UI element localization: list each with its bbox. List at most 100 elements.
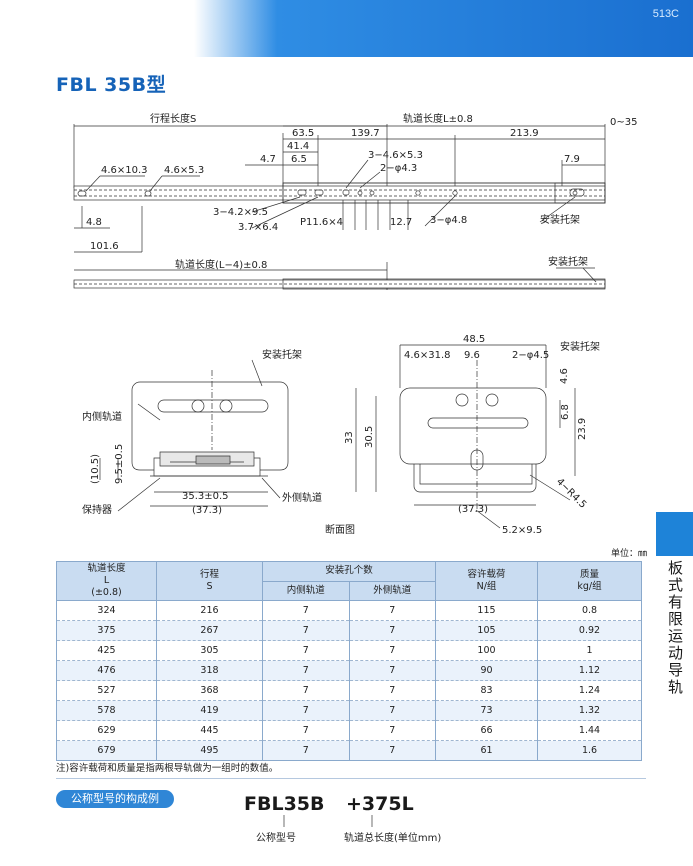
stroke-length-label: 行程长度S: [150, 112, 196, 125]
model-code: FBL35B: [244, 793, 325, 815]
table-cell: 375: [56, 620, 157, 641]
table-note: 注)容许载荷和质量是指两根导轨做为一组时的数值。: [56, 763, 279, 774]
th-mass: 质量 kg/组: [537, 561, 642, 601]
bracket-label-top: 安装托架: [540, 213, 580, 226]
table-cell: 679: [56, 740, 157, 761]
table-cell: 445: [156, 720, 263, 741]
dim-101-6: 101.6: [90, 241, 119, 252]
dim-23-9: 23.9: [577, 418, 588, 440]
th-outer-rail: 外侧轨道: [348, 580, 436, 601]
table-cell: 0.8: [537, 600, 642, 621]
dim-48-5: 48.5: [463, 334, 485, 345]
dim-6-8: 6.8: [560, 404, 571, 420]
th-load: 容许载荷 N/组: [435, 561, 538, 601]
th-rail-length: 轨道长度 L (±0.8): [56, 561, 157, 601]
table-cell: 419: [156, 700, 263, 721]
table-cell: 7: [262, 620, 350, 641]
model-suffix: +375L: [346, 793, 414, 815]
technical-drawings: 行程长度S 轨道长度L±0.8 0~35 63.5 139.7 213.9 41…: [73, 112, 637, 536]
table-cell: 318: [156, 660, 263, 681]
page-number: 513C: [652, 8, 679, 20]
th-stroke: 行程 S: [156, 561, 263, 601]
table-cell: 216: [156, 600, 263, 621]
dim-139-7: 139.7: [351, 128, 380, 139]
hole-2-phi4-3: 2−φ4.3: [380, 163, 417, 174]
hole-2-phi4-5: 2−φ4.5: [512, 350, 549, 361]
dim-6-5: 6.5: [291, 154, 307, 165]
slot-4-6x5-3: 4.6×5.3: [164, 165, 204, 176]
dim-37-3: (37.3): [192, 505, 222, 516]
table-cell: 105: [435, 620, 538, 641]
dim-4-6: 4.6: [559, 368, 570, 384]
table-cell: 1.32: [537, 700, 642, 721]
dim-30-5: 30.5: [364, 426, 375, 448]
table-cell: 1: [537, 640, 642, 661]
unit-label: 单位：㎜: [610, 549, 647, 559]
retainer-label: 保持器: [82, 503, 112, 516]
hole-3-phi4-8: 3−φ4.8: [430, 215, 467, 226]
slot-3-7x6-4: 3.7×6.4: [238, 222, 278, 233]
dim-7-9: 7.9: [564, 154, 580, 165]
table-cell: 90: [435, 660, 538, 681]
side-tab: [656, 512, 693, 556]
table-cell: 7: [348, 620, 436, 641]
page-title: FBL 35B型: [56, 74, 167, 96]
example-badge: 公称型号的构成例: [56, 790, 174, 808]
dim-12-7: 12.7: [390, 217, 412, 228]
table-cell: 0.92: [537, 620, 642, 641]
table-cell: 61: [435, 740, 538, 761]
table-cell: 1.6: [537, 740, 642, 761]
pitch-label: P11.6×4: [300, 217, 343, 228]
th-holes: 安装孔个数: [262, 561, 436, 582]
spec-table: 轨道长度 L (±0.8) 行程 S 安装孔个数 容许载荷 N/组 质量 kg/…: [56, 561, 642, 761]
hole-3-4-6x5-3: 3−4.6×5.3: [368, 150, 423, 161]
table-cell: 7: [262, 660, 350, 681]
rail-length-l4: 轨道长度(L−4)±0.8: [175, 258, 267, 271]
dim-33: 33: [344, 431, 355, 444]
table-cell: 305: [156, 640, 263, 661]
slot-4-6x10-3: 4.6×10.3: [101, 165, 148, 176]
table-cell: 476: [56, 660, 157, 681]
table-cell: 578: [56, 700, 157, 721]
outer-rail-label: 外侧轨道: [282, 491, 322, 504]
dim-9-5: 9.5±0.5: [114, 444, 125, 484]
slot-3-4-2x9-5: 3−4.2×9.5: [213, 207, 268, 218]
inner-rail-label: 内侧轨道: [82, 410, 122, 423]
bracket-label-bottom: 安装托架: [548, 255, 588, 268]
bracket-label-side: 安装托架: [560, 340, 600, 353]
table-cell: 1.24: [537, 680, 642, 701]
th-inner-rail: 内侧轨道: [262, 580, 350, 601]
dim-63-5: 63.5: [292, 128, 314, 139]
dim-4-8: 4.8: [86, 217, 102, 228]
dim-35-3: 35.3±0.5: [182, 491, 229, 502]
section-caption: 断面图: [325, 523, 355, 536]
dim-41-4: 41.4: [287, 141, 309, 152]
dim-9-6: 9.6: [464, 350, 480, 361]
divider: [56, 778, 646, 779]
slot-4-6x31-8: 4.6×31.8: [404, 350, 451, 361]
caption-model: 公称型号: [256, 833, 296, 844]
table-cell: 7: [348, 740, 436, 761]
dim-4-7: 4.7: [260, 154, 276, 165]
table-cell: 267: [156, 620, 263, 641]
table-cell: 7: [348, 700, 436, 721]
table-cell: 1.12: [537, 660, 642, 681]
rail-length-label: 轨道长度L±0.8: [403, 112, 473, 125]
dim-10-5: (10.5): [90, 454, 101, 484]
header-band: [0, 0, 693, 57]
dim-37-3-bracket: (37.3): [458, 504, 488, 515]
table-cell: 7: [262, 740, 350, 761]
dim-213-9: 213.9: [510, 128, 539, 139]
table-cell: 495: [156, 740, 263, 761]
dim-0-35: 0~35: [610, 117, 637, 128]
slot-5-2x9-5: 5.2×9.5: [502, 525, 542, 536]
